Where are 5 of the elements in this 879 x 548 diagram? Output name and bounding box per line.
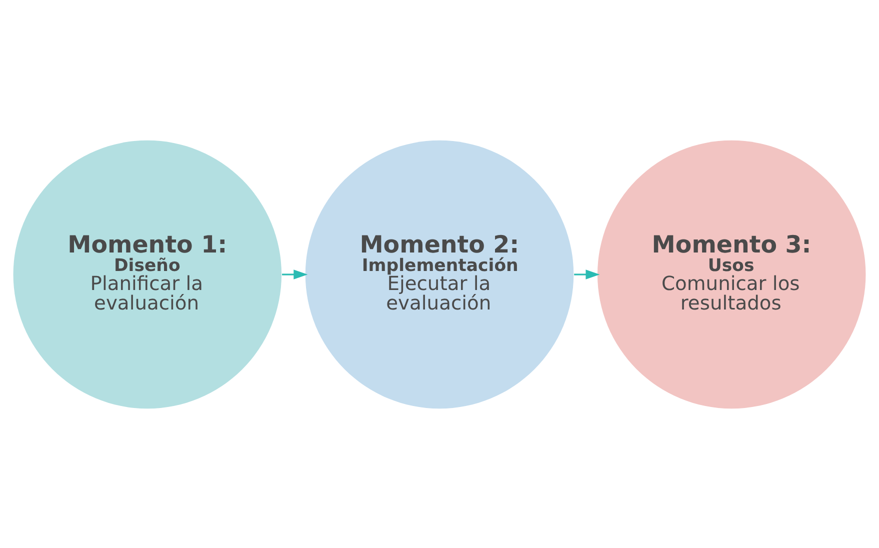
node-circle: Momento 3: Usos Comunicar los resultados — [597, 140, 866, 408]
node-circle: Momento 1: Diseño Planificar la evaluación — [13, 140, 282, 408]
arrow — [282, 269, 308, 279]
node-circle: Momento 2: Implementación Ejecutar la evaluación — [305, 140, 574, 408]
arrow — [574, 269, 600, 279]
